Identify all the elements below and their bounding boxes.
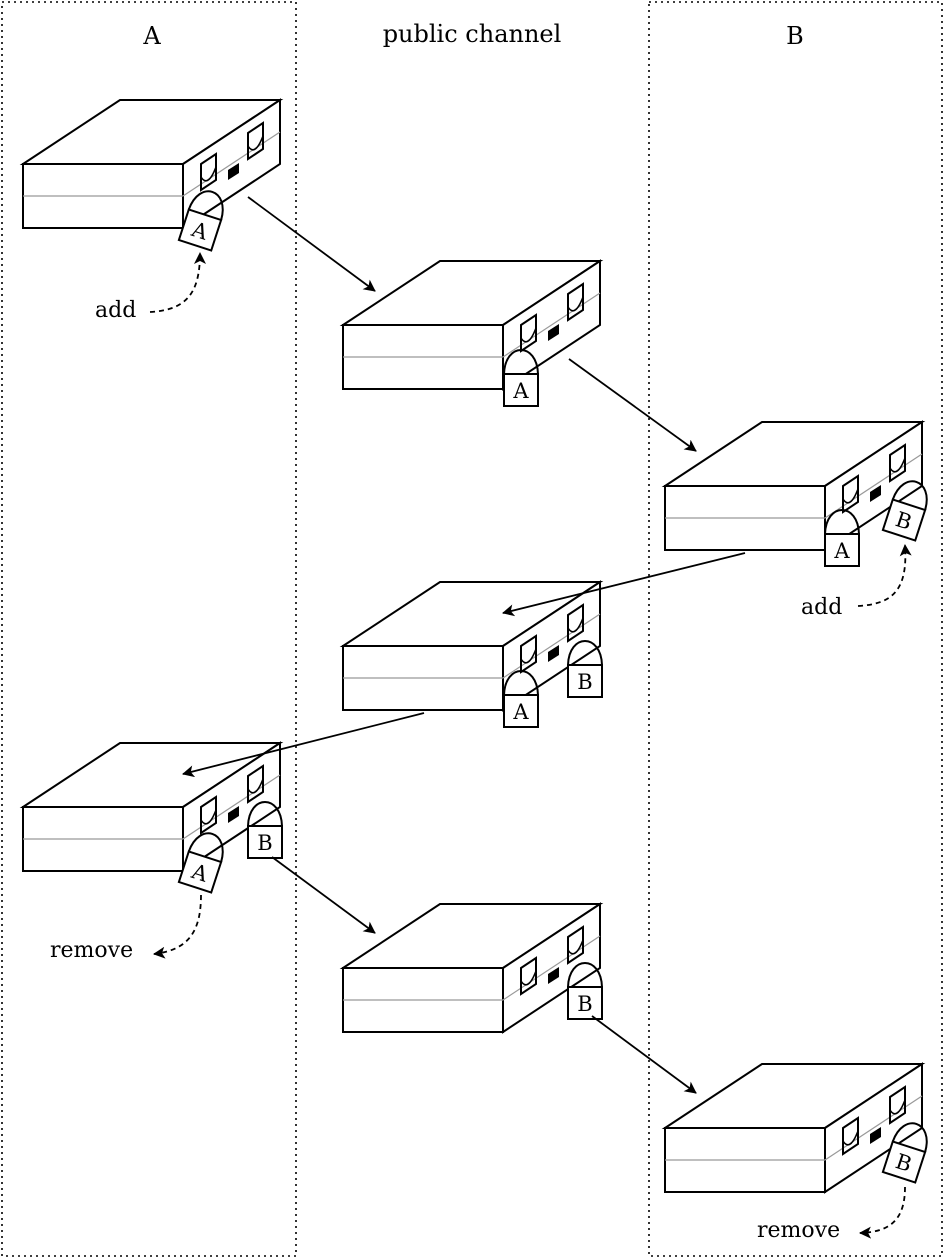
box-4-lock-a-label: A [512, 700, 529, 724]
dashed-arrow-remove-a [154, 895, 201, 954]
annotation-remove-a: remove [50, 938, 133, 963]
box-2-lock-label: A [512, 379, 529, 403]
transfer-arrow-6 [592, 1016, 696, 1093]
box-6-lock-label: B [577, 992, 592, 1016]
box-6-locked-box-icon [343, 904, 600, 1032]
box-1-locked-box-icon [23, 100, 280, 228]
dashed-arrow-add-b [858, 545, 905, 606]
transfer-arrow-5 [272, 857, 375, 933]
dashed-arrow-add-a [150, 253, 200, 312]
column-title-public-channel: public channel [383, 20, 562, 48]
box-2-locked-box-icon [343, 261, 600, 389]
column-title-a: A [142, 22, 161, 50]
box-5-locked-box-icon [23, 743, 280, 871]
annotation-add-b: add [801, 595, 842, 620]
annotation-remove-b: remove [757, 1218, 840, 1243]
box-4-lock-b-label: B [577, 670, 592, 694]
box-5-lock-b-label: B [257, 831, 272, 855]
annotation-add-a: add [95, 298, 136, 323]
transfer-arrow-1 [248, 197, 375, 291]
box-4-locked-box-icon [343, 582, 600, 710]
box-3-lock-a-label: A [833, 539, 850, 563]
transfer-arrow-2 [569, 359, 696, 451]
column-title-b: B [786, 22, 804, 50]
dashed-arrow-remove-b [860, 1187, 905, 1233]
